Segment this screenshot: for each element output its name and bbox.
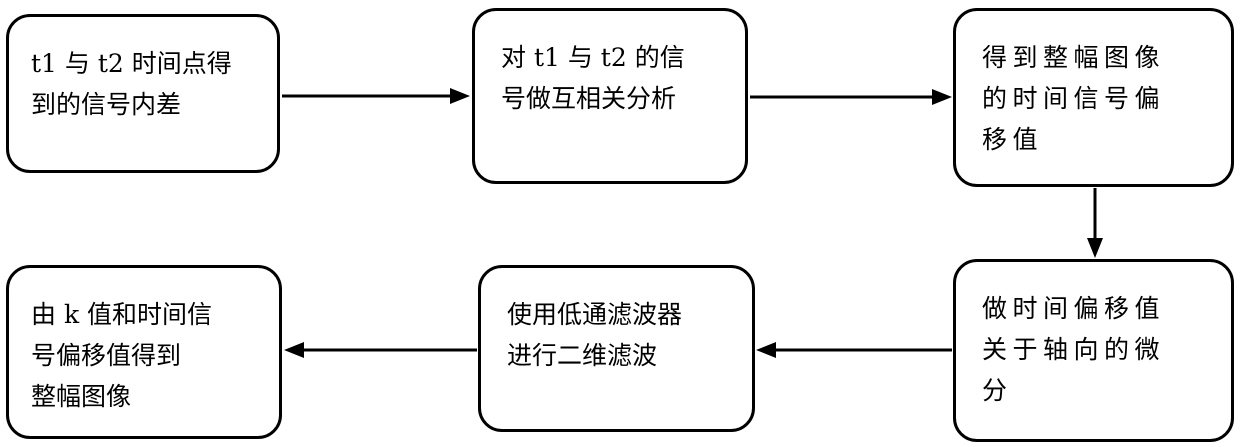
arrow-b5-to-b6-head bbox=[284, 342, 304, 358]
step-4-label: 做时间偏移值 关于轴向的微 分 bbox=[982, 288, 1213, 411]
step-box-4: 做时间偏移值 关于轴向的微 分 bbox=[953, 259, 1234, 442]
arrow-b2-to-b3-head bbox=[932, 89, 952, 105]
step-3-label: 得到整幅图像 的时间信号偏 移值 bbox=[982, 37, 1213, 160]
step-2-label: 对 t1 与 t2 的信 号做互相关分析 bbox=[501, 37, 727, 119]
step-box-5: 使用低通滤波器 进行二维滤波 bbox=[478, 265, 755, 432]
step-1-label: t1 与 t2 时间点得 到的信号内差 bbox=[31, 43, 259, 125]
step-box-2: 对 t1 与 t2 的信 号做互相关分析 bbox=[472, 8, 748, 184]
arrow-b1-to-b2-head bbox=[450, 88, 470, 104]
step-5-label: 使用低通滤波器 进行二维滤波 bbox=[507, 294, 734, 376]
step-box-6: 由 k 值和时间信 号偏移值得到 整幅图像 bbox=[6, 265, 282, 439]
step-6-label: 由 k 值和时间信 号偏移值得到 整幅图像 bbox=[31, 294, 261, 417]
arrow-b4-to-b5-head bbox=[756, 342, 776, 358]
arrow-b3-to-b4-head bbox=[1087, 238, 1103, 258]
step-box-1: t1 与 t2 时间点得 到的信号内差 bbox=[6, 14, 280, 173]
step-box-3: 得到整幅图像 的时间信号偏 移值 bbox=[953, 8, 1234, 187]
